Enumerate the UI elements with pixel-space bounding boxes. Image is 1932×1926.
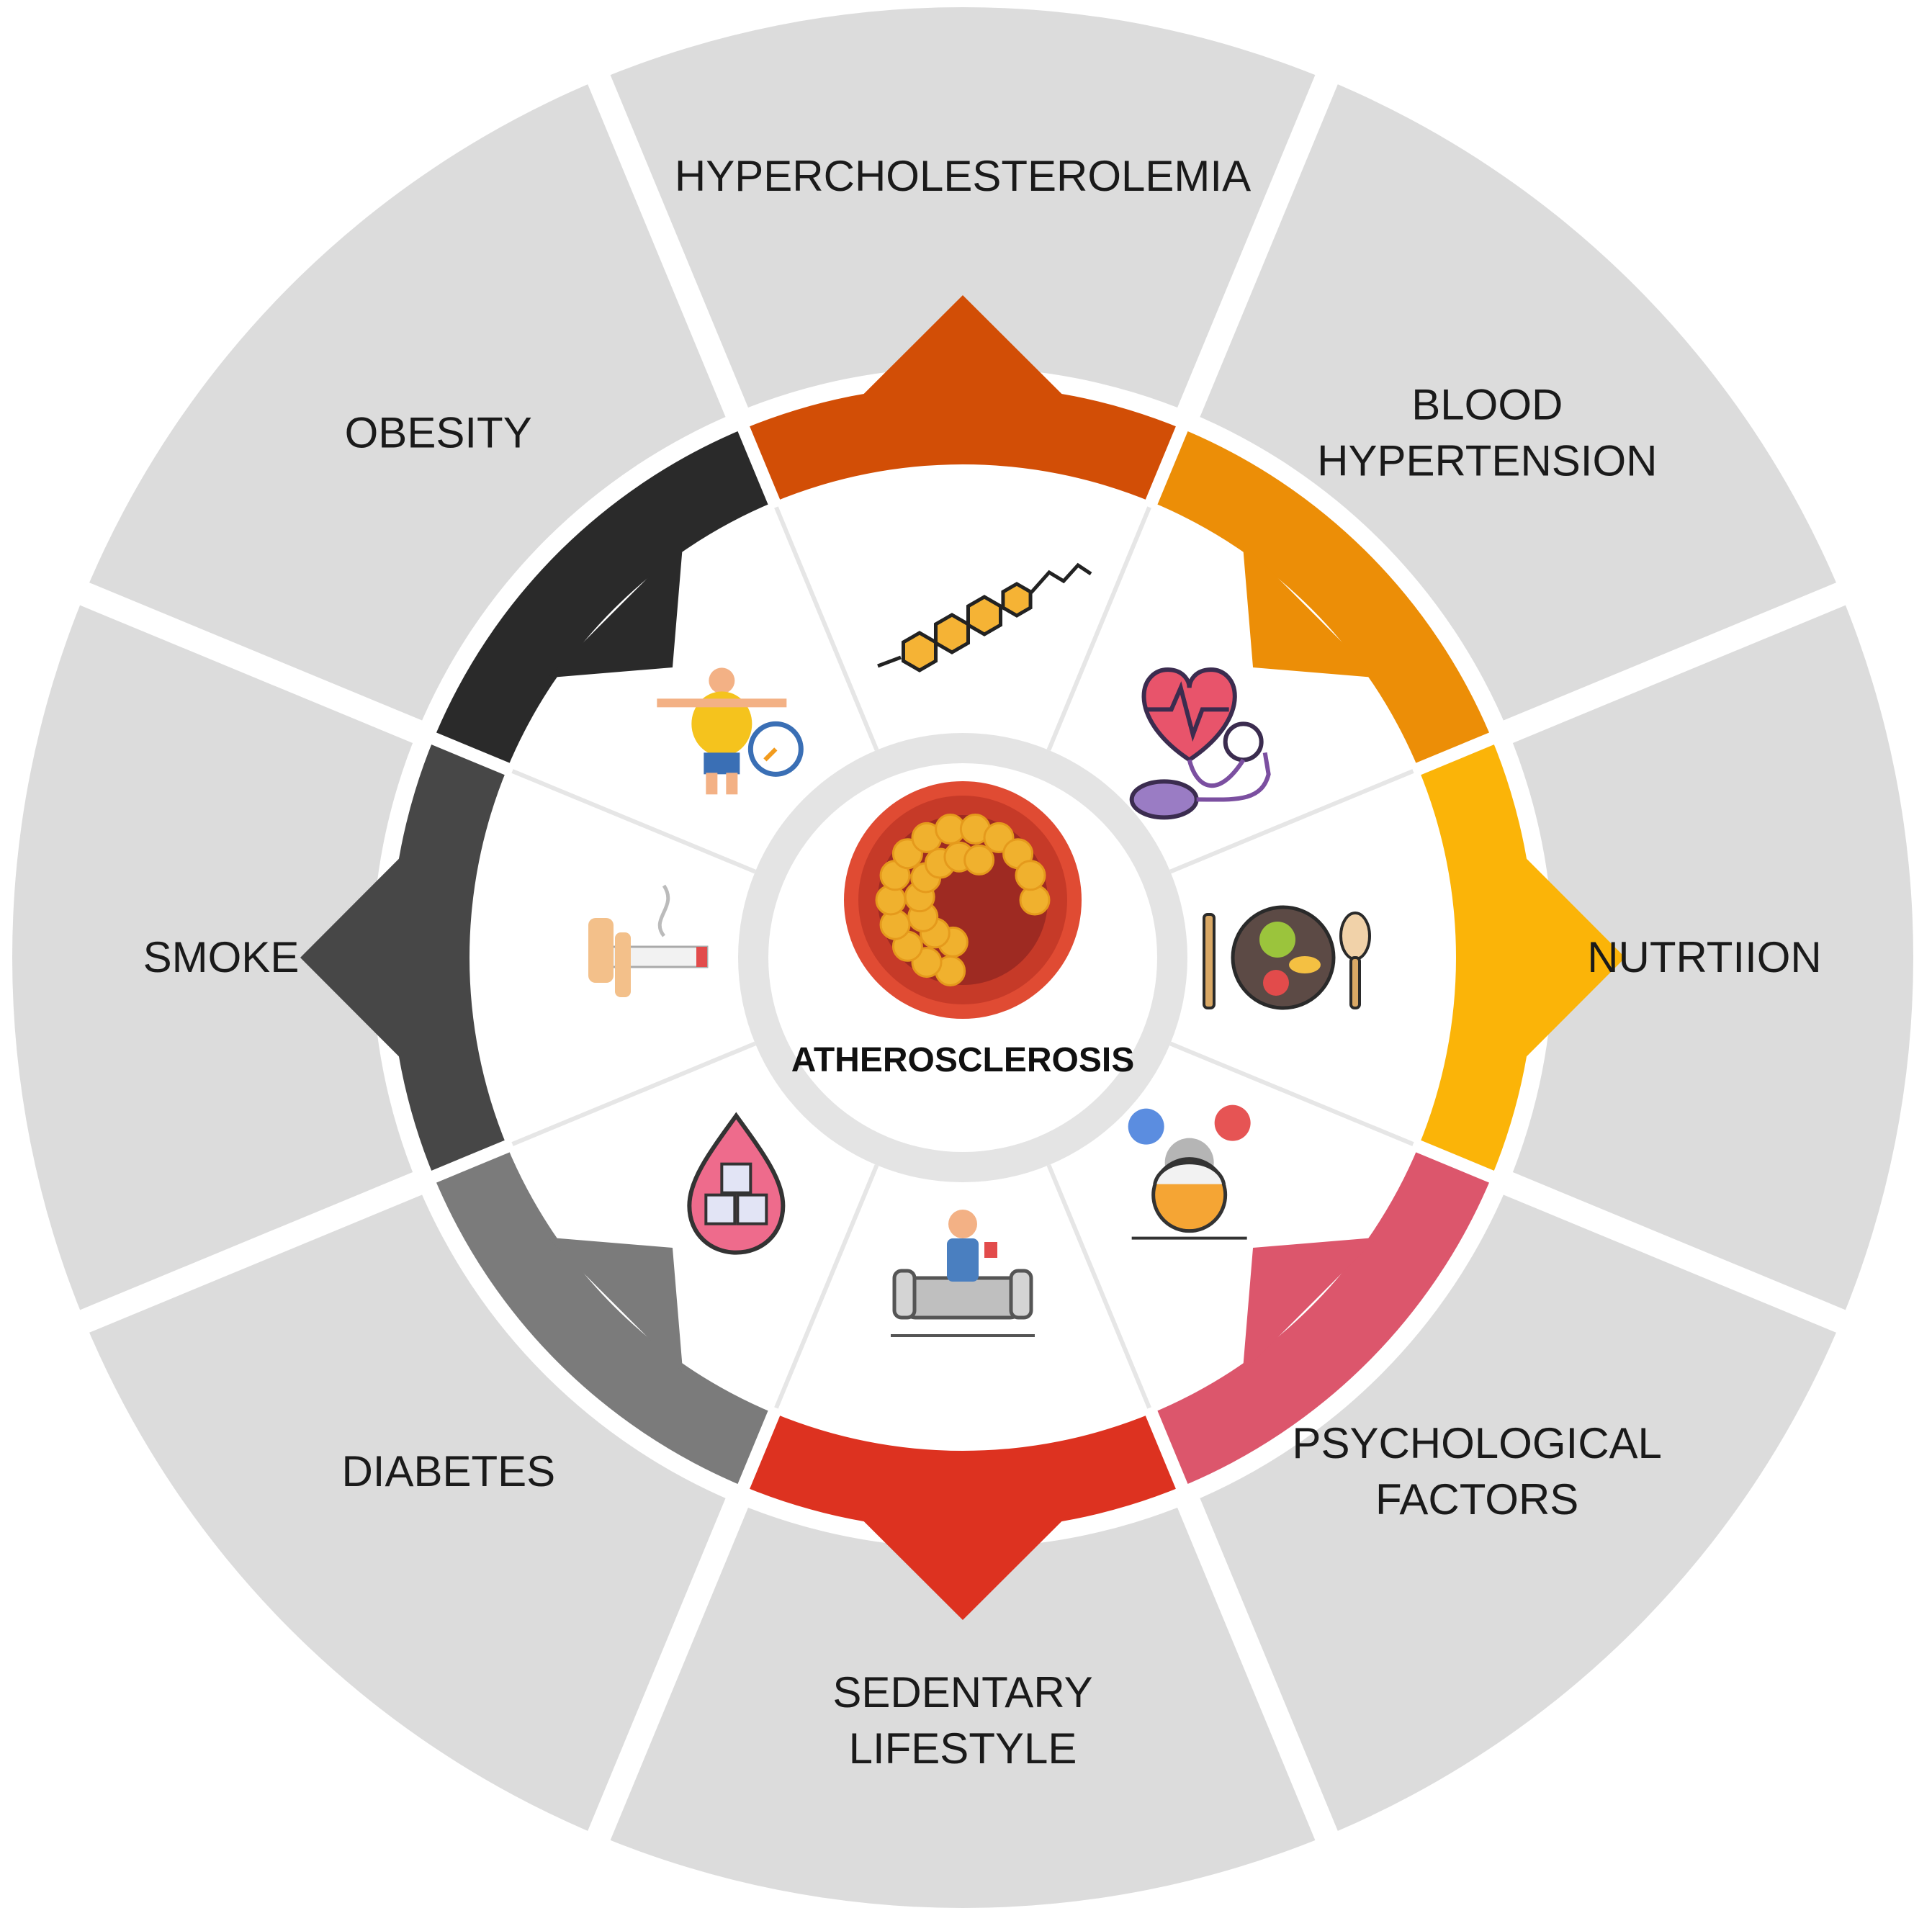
inner-separator [1169,769,1414,874]
label-sedentary-lifestyle-line-2: LIFESTYLE [849,1724,1077,1773]
outer-segment-psychological-factors [1188,1183,1841,1836]
ring-segment-nutrition [1418,738,1535,1177]
factor-labels: HYPERCHOLESTEROLEMIA BLOOD HYPERTENSION NUT… [143,152,1822,1773]
outer-segment-diabetes [84,1183,737,1836]
outer-separator [586,1481,755,1844]
center-hub: ATHEROSCLEROSIS [738,733,1187,1182]
inner-separator [774,1164,879,1409]
arrow-sedentary-lifestyle [855,1512,1071,1620]
colored-ring [300,295,1625,1620]
label-sedentary-lifestyle-line-1: SEDENTARY [832,1668,1092,1716]
outer-separator [76,1165,439,1334]
center-label: ATHEROSCLEROSIS [791,1041,1134,1079]
cigarette-icon [588,884,709,997]
arrow-hypercholesterolemia [855,295,1071,403]
outer-segment-nutrition [1508,593,1913,1322]
plate-food-icon [1203,905,1371,1010]
cholesterol-molecule-icon [877,562,1092,672]
arrow-psychological-factors [1242,1237,1378,1373]
label-psychological-factors-line-1: PSYCHOLOGICAL [1292,1419,1662,1467]
arrow-blood-hypertension [1242,542,1378,678]
inner-separator [1046,1164,1151,1409]
ring-segment-obesity [433,428,774,769]
arrow-obesity [547,542,683,678]
outer-separator [1486,1165,1849,1334]
factor-icons [588,562,1371,1337]
outer-separator [1170,71,1339,434]
mood-head-icon [1128,1104,1251,1240]
label-obesity: OBESITY [345,409,532,457]
overweight-person-icon [657,667,804,795]
outer-separator [1170,1481,1339,1844]
outer-segment-obesity [84,79,737,732]
arrow-diabetes [547,1237,683,1373]
ring-segment-hypercholesterolemia [743,385,1182,503]
ring-segment-diabetes [433,1146,774,1487]
outer-segment-sedentary-lifestyle [598,1503,1327,1909]
outer-segments [12,7,1913,1909]
label-hypercholesterolemia: HYPERCHOLESTEROLEMIA [675,152,1251,200]
label-nutrition: NUTRTIION [1587,933,1822,981]
outer-segment-blood-hypertension [1188,79,1841,732]
label-blood-hypertension-line-1: BLOOD [1411,381,1563,429]
outer-segment-smoke [12,593,418,1322]
ring-segment-sedentary-lifestyle [743,1413,1182,1530]
label-blood-hypertension-line-2: HYPERTENSION [1317,437,1657,485]
inner-separator [1046,506,1151,751]
inner-separator [511,1041,756,1146]
label-psychological-factors-line-2: FACTORS [1375,1475,1578,1524]
arrow-smoke [300,850,408,1066]
arrow-nutrition [1517,850,1625,1066]
ring-segment-smoke [390,738,508,1177]
label-smoke: SMOKE [143,933,300,981]
ring-segment-blood-hypertension [1151,428,1492,769]
inner-separator [774,506,879,751]
inner-separator [1169,1041,1414,1146]
ring-segment-psychological-factors [1151,1146,1492,1487]
sugar-drop-icon [687,1112,786,1255]
outer-segment-hypercholesterolemia [598,7,1327,413]
outer-separator [1486,581,1849,750]
person-on-sofa-icon [891,1210,1035,1337]
artery-plaque-icon [844,781,1082,1019]
outer-separator [76,581,439,750]
label-diabetes: DIABETES [341,1447,555,1495]
blood-pressure-heart-icon [1129,667,1271,820]
inner-separator [511,769,756,874]
outer-separator [586,71,755,434]
